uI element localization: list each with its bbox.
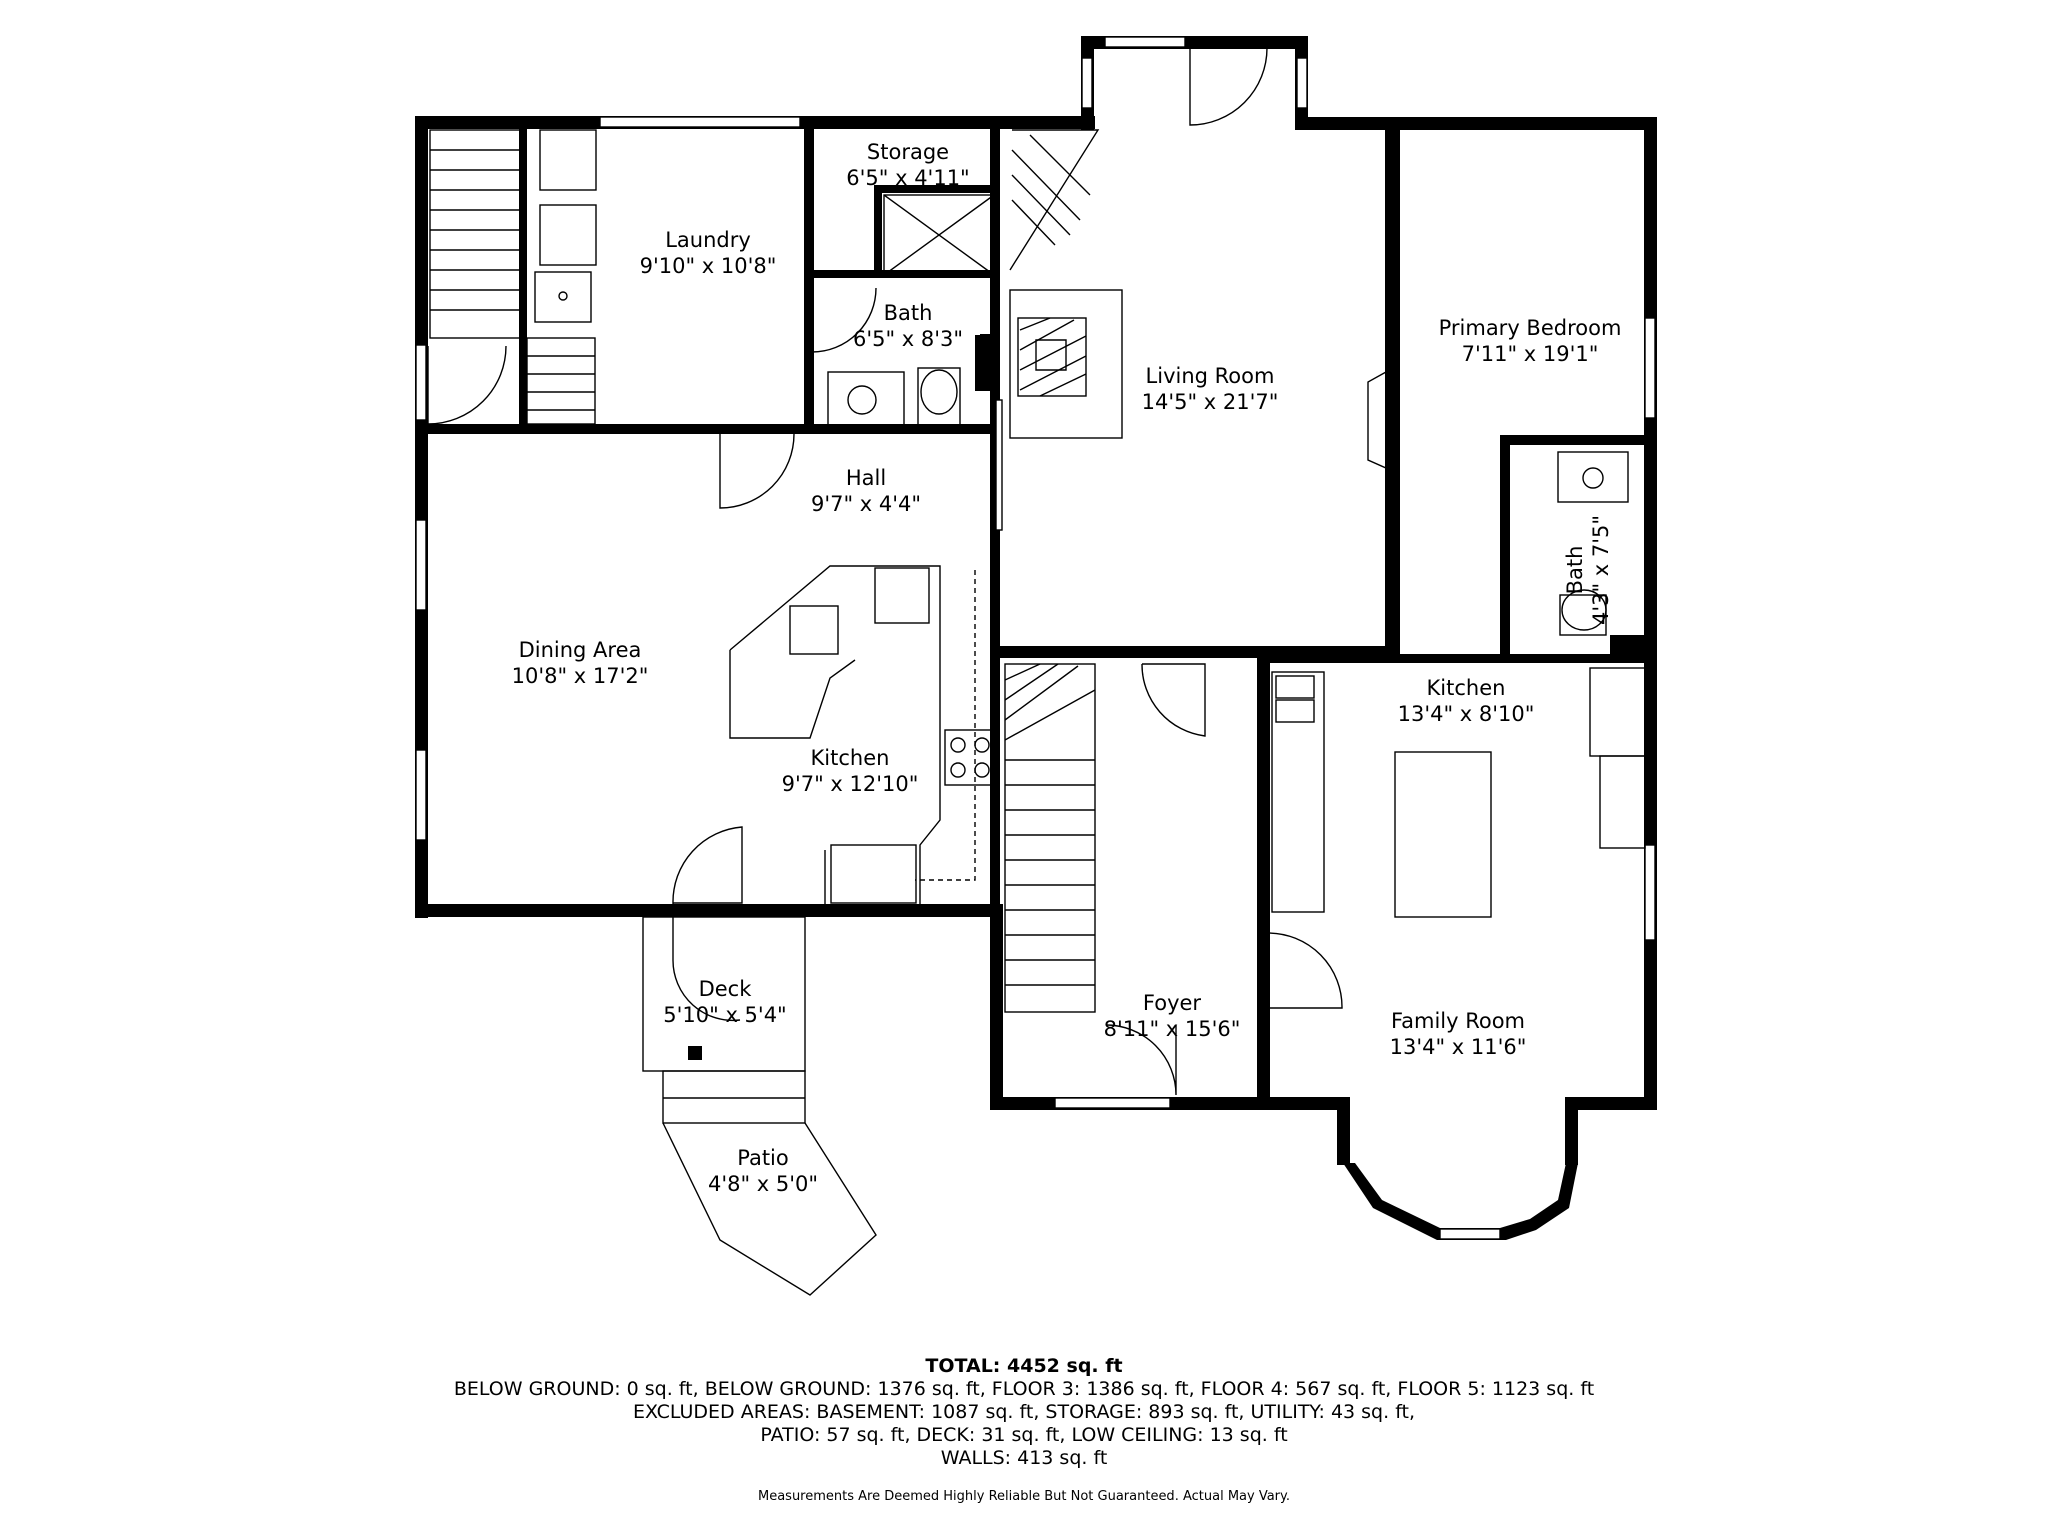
storage-dims: 6'5" x 4'11" bbox=[846, 166, 969, 190]
windows bbox=[415, 36, 1656, 1240]
disclaimer: Measurements Are Deemed Highly Reliable … bbox=[757, 1489, 1290, 1504]
dining-area-name: Dining Area bbox=[519, 638, 642, 662]
walls-area: WALLS: 413 sq. ft bbox=[940, 1447, 1108, 1469]
interior-walls bbox=[415, 116, 1657, 1104]
outdoor-areas: PATIO: 57 sq. ft, DECK: 31 sq. ft, LOW C… bbox=[760, 1424, 1288, 1446]
living-room-dims: 14'5" x 21'7" bbox=[1142, 390, 1279, 414]
patio-name: Patio bbox=[737, 1146, 789, 1170]
deck-name: Deck bbox=[699, 977, 753, 1001]
family-room-dims: 13'4" x 11'6" bbox=[1390, 1035, 1527, 1059]
storage-name: Storage bbox=[867, 140, 949, 164]
dining-area-dims: 10'8" x 17'2" bbox=[512, 664, 649, 688]
total-area: TOTAL: 4452 sq. ft bbox=[925, 1355, 1123, 1377]
hall-name: Hall bbox=[846, 466, 886, 490]
foyer-dims: 8'11" x 15'6" bbox=[1104, 1017, 1241, 1041]
family-room-name: Family Room bbox=[1391, 1009, 1525, 1033]
bath1-dims: 6'5" x 8'3" bbox=[853, 327, 963, 351]
patio-dims: 4'8" x 5'0" bbox=[708, 1172, 818, 1196]
kitchen2-name: Kitchen bbox=[1427, 676, 1506, 700]
bath1-name: Bath bbox=[884, 301, 933, 325]
fixtures bbox=[534, 129, 1646, 1296]
primary-bedroom-name: Primary Bedroom bbox=[1439, 316, 1622, 340]
area-summary: TOTAL: 4452 sq. ft BELOW GROUND: 0 sq. f… bbox=[0, 1355, 2048, 1470]
laundry-dims: 9'10" x 10'8" bbox=[640, 254, 777, 278]
kitchen1-dims: 9'7" x 12'10" bbox=[782, 772, 919, 796]
laundry-name: Laundry bbox=[665, 228, 751, 252]
primary-bedroom-dims: 7'11" x 19'1" bbox=[1462, 342, 1599, 366]
living-room-name: Living Room bbox=[1146, 364, 1275, 388]
floor-areas: BELOW GROUND: 0 sq. ft, BELOW GROUND: 13… bbox=[453, 1378, 1595, 1400]
room-labels: Storage 6'5" x 4'11" Laundry 9'10" x 10'… bbox=[512, 140, 1622, 1196]
hall-dims: 9'7" x 4'4" bbox=[811, 492, 921, 516]
kitchen2-dims: 13'4" x 8'10" bbox=[1398, 702, 1535, 726]
excluded-areas: EXCLUDED AREAS: BASEMENT: 1087 sq. ft, S… bbox=[632, 1401, 1416, 1423]
deck-dims: 5'10" x 5'4" bbox=[663, 1003, 786, 1027]
bath2-dims: 4'3" x 7'5" bbox=[1589, 515, 1613, 625]
doors bbox=[427, 47, 1343, 1096]
bath2-name: Bath bbox=[1563, 546, 1587, 595]
stairs bbox=[429, 129, 1100, 1013]
foyer-name: Foyer bbox=[1143, 991, 1202, 1015]
kitchen1-name: Kitchen bbox=[811, 746, 890, 770]
